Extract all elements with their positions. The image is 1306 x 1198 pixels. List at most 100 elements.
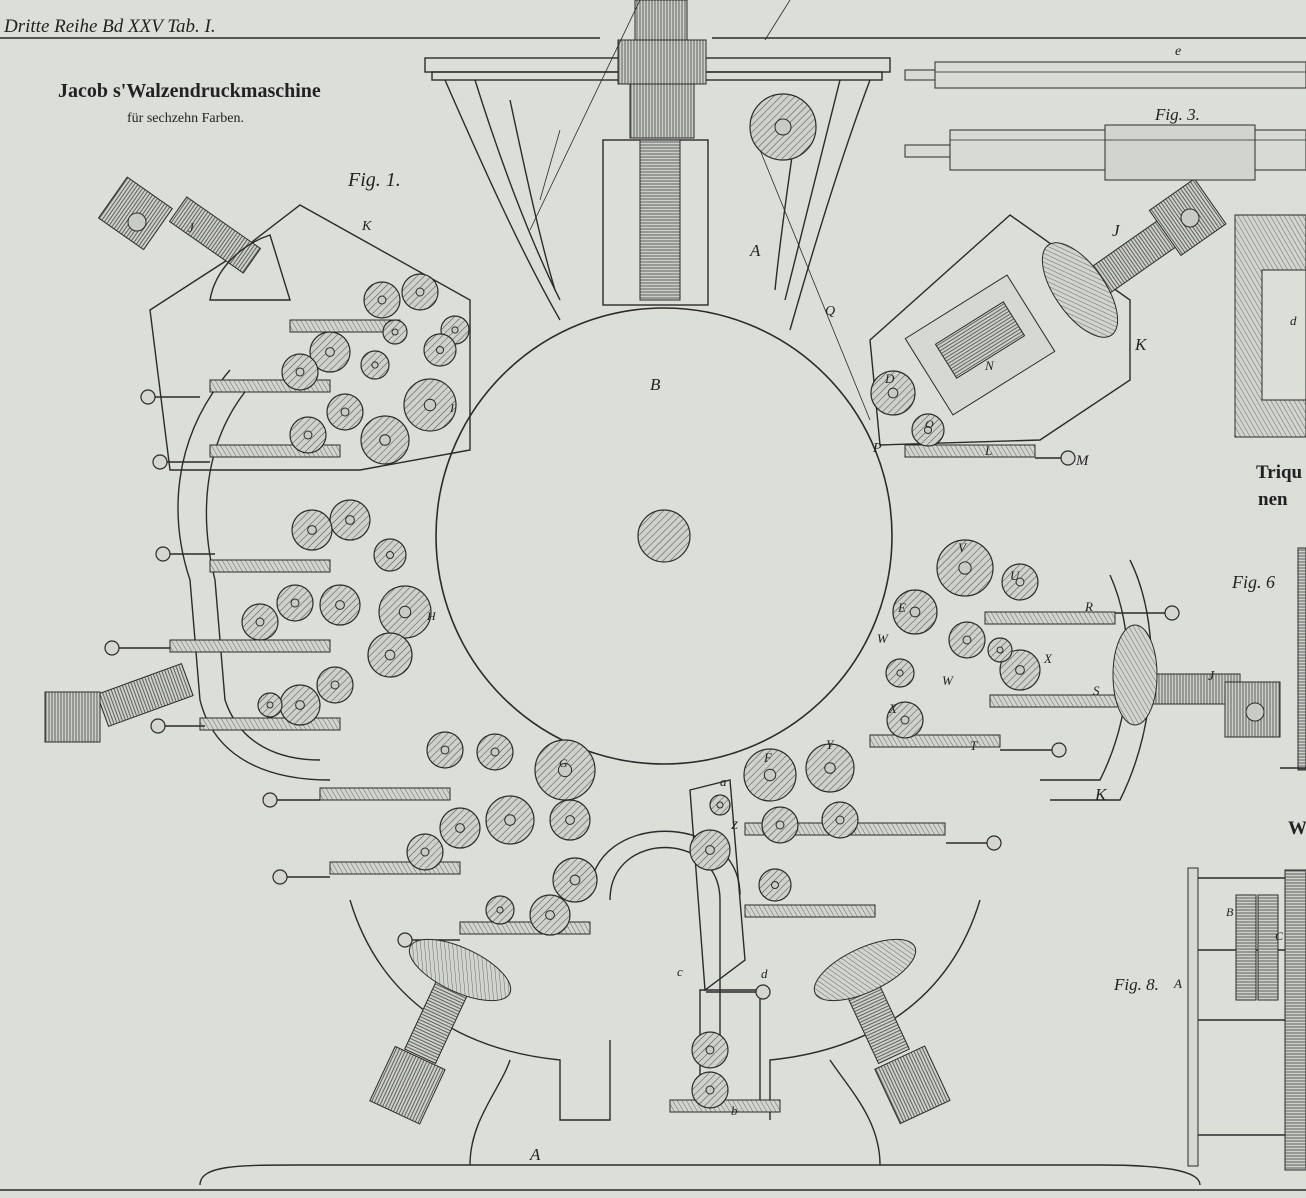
roller-axle xyxy=(545,910,555,920)
reference-letters: A B Q A J K I H G J K N D O P L M V U E … xyxy=(188,219,1215,1164)
label-A-bottom: A xyxy=(529,1145,541,1164)
label-K-right2: K xyxy=(1094,785,1108,804)
roller-axle xyxy=(496,906,504,914)
label-X1: X xyxy=(1043,651,1053,666)
roller-axle xyxy=(705,845,715,855)
label-W2: W xyxy=(942,673,954,688)
roller-axle xyxy=(958,561,972,575)
roller-axle xyxy=(295,367,305,377)
fig3-label: Fig. 3. xyxy=(1154,105,1200,124)
roller-axle xyxy=(435,345,445,355)
roller-axle xyxy=(340,407,350,417)
label-A-top: A xyxy=(749,241,761,260)
fig1-label: Fig. 1. xyxy=(347,169,401,191)
label-J-right2: J xyxy=(1208,669,1215,684)
roller-axle xyxy=(504,814,516,826)
label-U: U xyxy=(1010,568,1021,583)
label-b: b xyxy=(731,1103,738,1118)
fig8-A: A xyxy=(1173,976,1182,991)
label-e: e xyxy=(1175,44,1181,59)
fig8-C: C xyxy=(1275,929,1284,943)
label-a: a xyxy=(720,774,727,789)
roller-axle xyxy=(295,700,305,710)
inking-group-upper-left xyxy=(97,176,471,471)
roller-axle xyxy=(290,598,300,608)
label-K-left: K xyxy=(361,219,372,234)
roller-axle xyxy=(565,815,575,825)
roller-axle xyxy=(900,715,910,725)
roller-axle xyxy=(455,823,465,833)
roller-axle xyxy=(371,361,379,369)
label-D: D xyxy=(884,371,895,386)
roller-axle xyxy=(824,762,836,774)
plate-title: Jacob s'Walzendruckmaschine xyxy=(58,80,321,102)
roller-axle xyxy=(385,550,395,560)
roller-axle xyxy=(330,680,340,690)
label-F: F xyxy=(763,750,773,765)
label-d-fig: d xyxy=(1290,313,1297,328)
label-d: d xyxy=(761,966,768,981)
figure-right-section: d Triqu nen Fig. 6 W xyxy=(1231,214,1306,839)
roller-axle xyxy=(255,617,265,627)
roller-axle xyxy=(996,646,1004,654)
roller-axle xyxy=(266,701,274,709)
roller-axle xyxy=(377,295,387,305)
roller-axle xyxy=(384,649,396,661)
roller-axle xyxy=(775,820,785,830)
label-Y: Y xyxy=(826,737,835,752)
figure-3: Fig. 3. e xyxy=(904,44,1306,181)
roller-axle xyxy=(1015,665,1025,675)
roller-axle xyxy=(835,815,845,825)
roller-axle xyxy=(391,328,399,336)
label-R: R xyxy=(1084,599,1093,614)
label-W1: W xyxy=(877,631,889,646)
label-P: P xyxy=(872,441,882,456)
inking-group-upper-right xyxy=(869,178,1227,466)
roller-axle xyxy=(705,1085,715,1095)
label-J-left: J xyxy=(188,220,195,235)
label-Q: Q xyxy=(825,304,835,319)
label-I: I xyxy=(449,401,455,415)
roller-axle xyxy=(440,745,450,755)
side-text-3: W xyxy=(1288,818,1306,839)
label-O: O xyxy=(925,417,934,431)
fig8-label: Fig. 8. xyxy=(1113,975,1159,994)
label-H: H xyxy=(426,609,437,623)
roller-axle xyxy=(345,515,355,525)
main-cylinder xyxy=(435,307,893,765)
figure-8: Fig. 8. B C A xyxy=(1113,867,1306,1171)
label-G: G xyxy=(559,756,568,770)
roller-axle xyxy=(716,801,724,809)
roller-axle xyxy=(423,398,437,412)
fig6-label: Fig. 6 xyxy=(1231,572,1275,592)
inking-group-lower-left xyxy=(262,787,591,1125)
roller-axle xyxy=(887,387,899,399)
label-K-right: K xyxy=(1134,335,1148,354)
label-M: M xyxy=(1075,453,1090,469)
roller-axle xyxy=(763,768,777,782)
ink-rollers xyxy=(241,273,1041,1109)
roller-axle xyxy=(335,600,345,610)
label-B: B xyxy=(650,375,661,394)
machine-frame xyxy=(424,0,891,421)
roller-axle xyxy=(490,747,500,757)
plate-subtitle: für sechzehn Farben. xyxy=(127,111,244,126)
label-V: V xyxy=(958,540,968,555)
roller-axle xyxy=(1015,577,1025,587)
label-Z: Z xyxy=(731,818,738,832)
roller-axle xyxy=(415,287,425,297)
roller-axle xyxy=(325,347,335,357)
side-text-1: Triqu xyxy=(1256,462,1303,483)
label-T: T xyxy=(970,738,978,753)
label-E: E xyxy=(897,600,906,615)
roller-axle xyxy=(569,874,581,886)
roller-axle xyxy=(307,525,317,535)
roller-axle xyxy=(451,326,459,334)
roller-axle xyxy=(379,434,391,446)
label-c: c xyxy=(677,964,683,979)
roller-axle xyxy=(303,430,313,440)
roller-axle xyxy=(909,606,921,618)
roller-axle xyxy=(923,425,933,435)
roller-axle xyxy=(962,635,972,645)
